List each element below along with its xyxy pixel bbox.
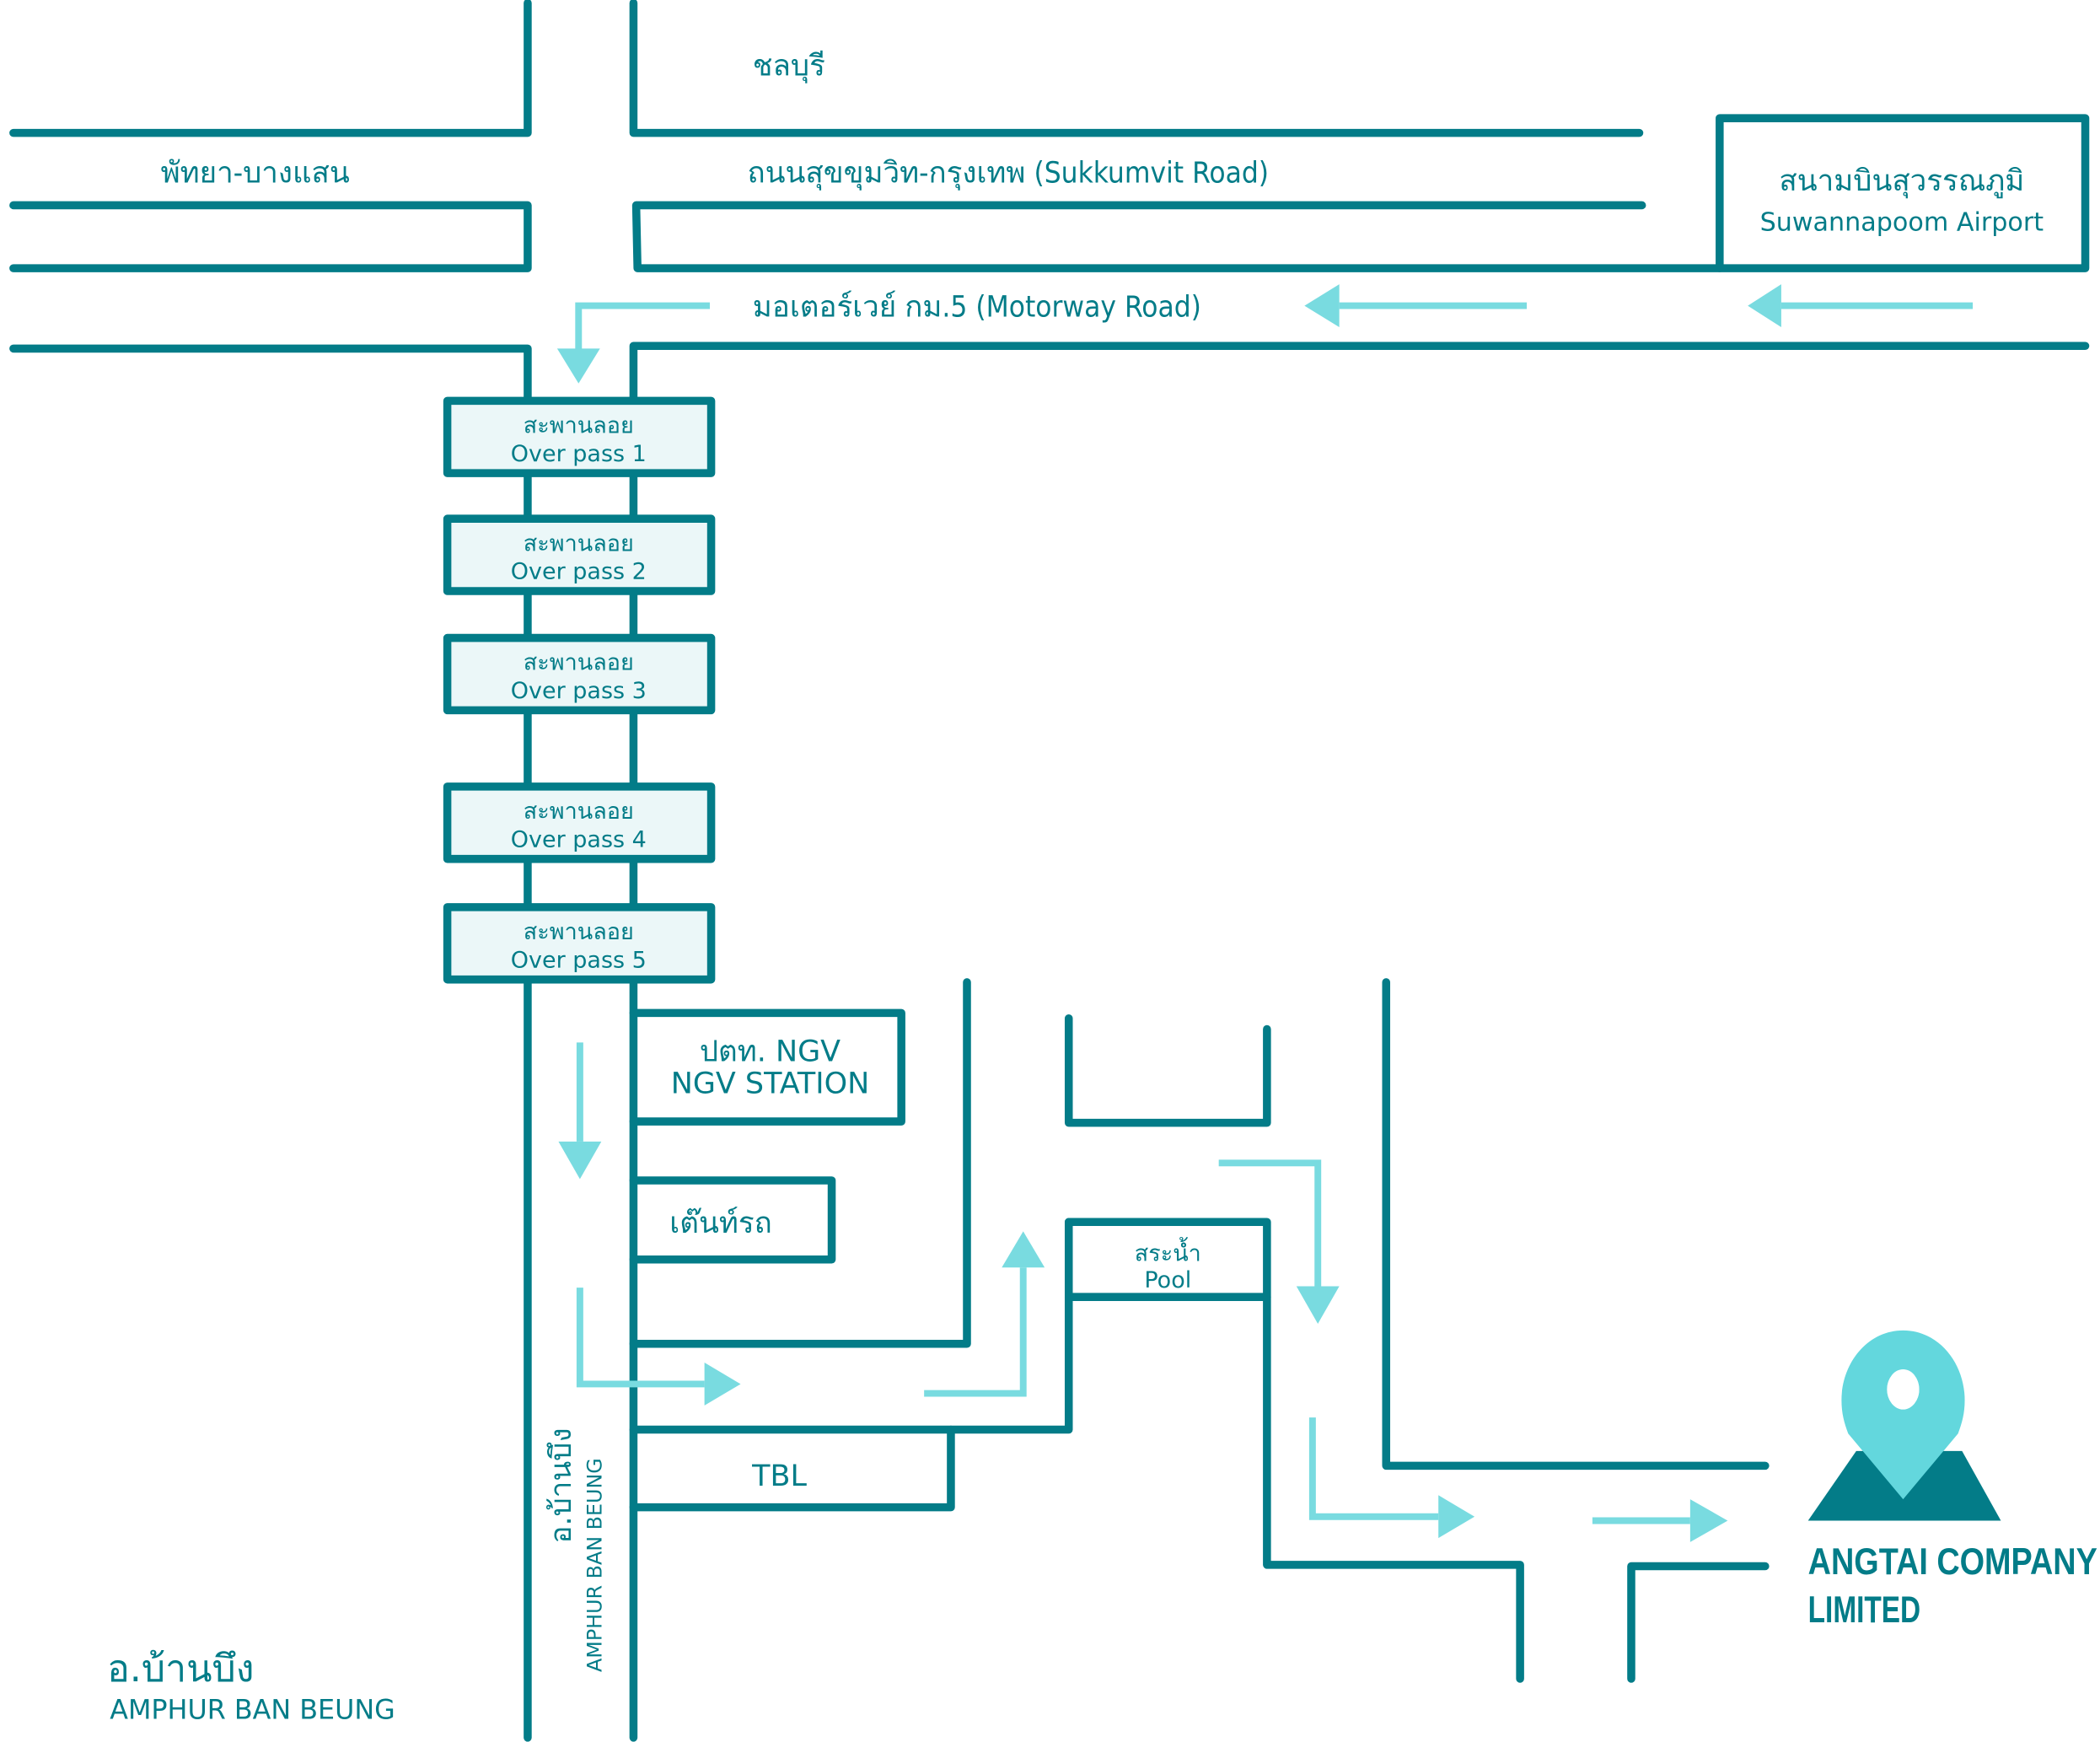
road-labels: ชลบุรี พัทยา-บางแสน ถนนสุขขุมวิท-กรุงเทพ… — [161, 49, 2044, 324]
road-edge — [629, 0, 1644, 137]
overpass-english-label: Over pass 4 — [511, 826, 647, 852]
road-edge — [9, 344, 532, 406]
overpass-2: สะพานลอย Over pass 2 — [443, 514, 716, 595]
route-arrows — [556, 284, 1974, 1542]
road-edge — [9, 0, 532, 137]
arrow-up-turn — [924, 1231, 1045, 1397]
road-edge — [9, 201, 532, 272]
district-english-label: AMPHUR BAN BEUNG — [110, 1696, 395, 1726]
overpass-english-label: Over pass 5 — [511, 947, 647, 973]
road-edge — [1627, 1562, 1770, 1683]
airport-thai-label: สนามบินสุวรรณภูมิ — [1779, 164, 2024, 198]
chonburi-label: ชลบุรี — [753, 49, 825, 83]
pool-thai-label: สระน้ำ — [1135, 1236, 1201, 1266]
overpass-thai-label: สะพานลอย — [524, 413, 634, 439]
motorway-road-label: มอเตอร์เวย์ กม.5 (Motorway Road) — [753, 290, 1201, 324]
overpass-english-label: Over pass 2 — [511, 559, 647, 585]
arrow-right-turn — [576, 1288, 741, 1406]
landmarks: ปตท. NGV NGV STATION เต๊นท์รถ TBL สระน้ำ… — [629, 978, 1770, 1683]
car-tent-label: เต๊นท์รถ — [669, 1207, 771, 1240]
road-edge — [947, 1218, 1073, 1434]
arrow-left — [1748, 284, 1974, 328]
road-edge — [629, 978, 971, 1348]
company-name-line2: LIMITED — [1808, 1589, 1920, 1631]
overpass-5: สะพานลอย Over pass 5 — [443, 903, 716, 984]
destination-marker[interactable]: ANGTAI COMPANY LIMITED — [1807, 1330, 2097, 1631]
company-name-line1: ANGTAI COMPANY — [1808, 1541, 2097, 1583]
overpass-thai-label: สะพานลอย — [524, 650, 634, 676]
overpasses: สะพานลอย Over pass 1 สะพานลอย Over pass … — [443, 396, 716, 984]
road-edge — [631, 201, 1724, 272]
arrow-down-turn — [556, 302, 710, 384]
overpass-1: สะพานลอย Over pass 1 — [443, 396, 716, 477]
road-district-english-label: AMPHUR BAN BEUNG — [583, 1458, 606, 1672]
pool-box — [1064, 1218, 1524, 1683]
road-district-thai-label: อ.บ้านบึง — [545, 1427, 578, 1543]
arrow-right — [1592, 1499, 1728, 1542]
tbl-label: TBL — [751, 1460, 807, 1493]
ngv-thai-label: ปตท. NGV — [700, 1035, 841, 1069]
overpass-english-label: Over pass 3 — [511, 678, 647, 704]
pin-hole — [1887, 1368, 1920, 1410]
arrow-down-turn — [1218, 1159, 1340, 1324]
main-vertical-road — [524, 398, 638, 1742]
road-edge — [629, 1425, 955, 1512]
airport-english-label: Suwannapoom Airport — [1760, 208, 2044, 238]
road-lines-top — [9, 0, 2090, 406]
road-edge — [629, 341, 2090, 406]
district-labels: อ.บ้านบึง AMPHUR BAN BEUNG อ.บ้านบึง AMP… — [107, 1427, 606, 1725]
car-tent-box — [629, 1176, 836, 1264]
road-edge — [1382, 978, 1770, 1470]
overpass-english-label: Over pass 1 — [511, 441, 647, 467]
district-thai-label: อ.บ้านบึง — [107, 1648, 254, 1691]
road-edge — [1064, 1013, 1271, 1127]
pool-english-label: Pool — [1144, 1267, 1191, 1293]
arrow-right-turn — [1308, 1417, 1475, 1539]
map-pin-icon — [1841, 1330, 1965, 1500]
ngv-station-box — [629, 1008, 905, 1126]
overpass-thai-label: สะพานลอย — [524, 798, 634, 825]
airport-box — [1716, 114, 2090, 272]
overpass-3: สะพานลอย Over pass 3 — [443, 633, 716, 715]
overpass-4: สะพานลอย Over pass 4 — [443, 782, 716, 863]
pattaya-bangsaen-label: พัทยา-บางแสน — [161, 156, 350, 190]
ngv-english-label: NGV STATION — [671, 1067, 870, 1101]
arrow-left — [1304, 284, 1528, 328]
sukhumvit-road-label: ถนนสุขขุมวิท-กรุงเทพ (Sukkumvit Road) — [747, 156, 1269, 190]
overpass-thai-label: สะพานลอย — [524, 919, 634, 945]
overpass-thai-label: สะพานลอย — [524, 530, 634, 556]
arrow-down — [558, 1042, 602, 1180]
